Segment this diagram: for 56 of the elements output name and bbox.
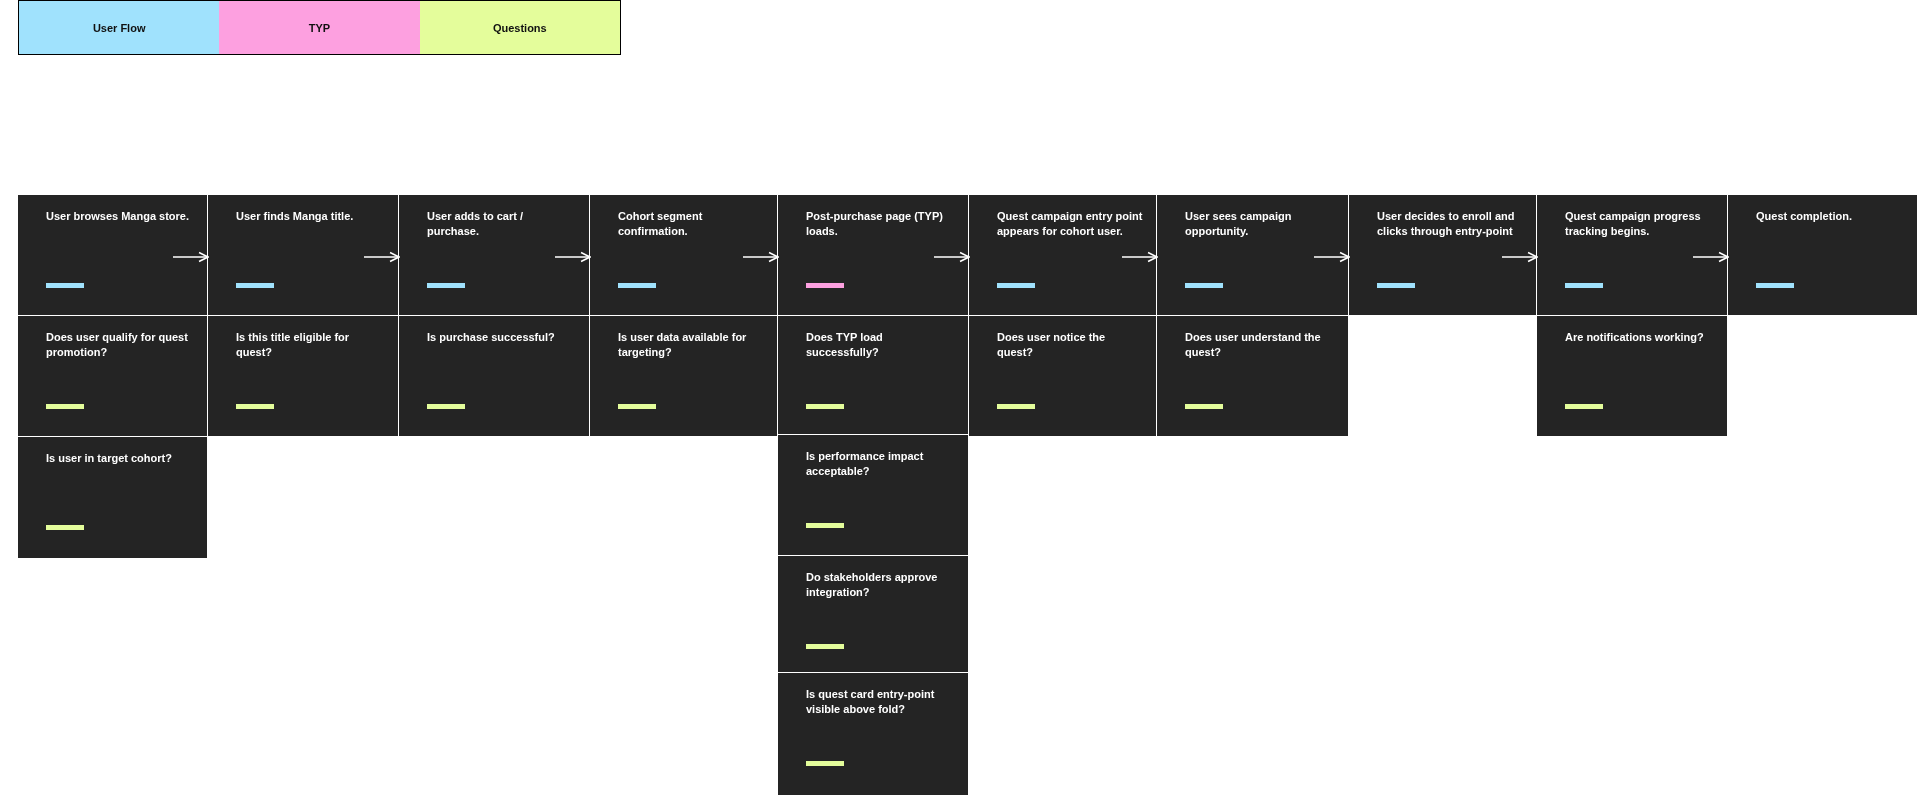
card-text: User adds to cart / purchase. (427, 209, 524, 239)
card-text: Cohort segment confirmation. (618, 209, 704, 239)
arrow (363, 251, 400, 263)
card-text: Is performance impact acceptable? (806, 449, 925, 479)
card-text: Is user data available for targeting? (618, 330, 748, 360)
card-text: Quest completion. (1756, 209, 1853, 224)
sticky-card (1157, 195, 1348, 315)
card-text: Is user in target cohort? (46, 451, 173, 466)
legend-label: TYP (308, 21, 331, 34)
card-text: Does TYP load successfully? (806, 330, 884, 360)
arrow (1501, 251, 1538, 263)
sticky-card (969, 316, 1156, 436)
card-text: User decides to enroll and clicks through entry-point (1377, 209, 1516, 239)
sticky-card (778, 556, 968, 672)
sticky-card (1157, 316, 1348, 436)
arrow (1692, 251, 1729, 263)
sticky-card (18, 316, 207, 436)
sticky-card (18, 437, 207, 558)
sticky-card (1349, 195, 1536, 315)
arrow (1121, 251, 1158, 263)
card-text: Do stakeholders approve integration? (806, 570, 939, 600)
card-text: Does user understand the quest? (1185, 330, 1322, 360)
sticky-card (778, 435, 968, 555)
sticky-card (208, 316, 398, 436)
card-text: User browses Manga store. (46, 209, 191, 224)
card-text: Is quest card entry-point visible above fold? (806, 687, 936, 717)
arrow (172, 251, 209, 263)
sticky-card (18, 195, 207, 315)
arrow (933, 251, 970, 263)
sticky-card (590, 316, 777, 436)
card-text: Does user qualify for quest promotion? (46, 330, 189, 360)
sticky-card (399, 195, 589, 315)
card-text: Quest campaign progress tracking begins. (1565, 209, 1702, 239)
sticky-card (778, 195, 968, 315)
sticky-card (208, 195, 398, 315)
legend-label: User Flow (92, 21, 146, 34)
arrow (742, 251, 779, 263)
card-text: User finds Manga title. (236, 209, 355, 224)
arrow (1313, 251, 1350, 263)
card-text: Are notifications working? (1565, 330, 1705, 345)
sticky-card (399, 316, 589, 436)
card-text: Does user notice the quest? (997, 330, 1107, 360)
arrow (554, 251, 591, 263)
card-text: User sees campaign opportunity. (1185, 209, 1293, 239)
sticky-card (1537, 316, 1727, 436)
sticky-card (1537, 195, 1727, 315)
card-text: Post-purchase page (TYP) loads. (806, 209, 944, 239)
legend-label: Questions (492, 21, 547, 34)
sticky-card (969, 195, 1156, 315)
sticky-card (1728, 195, 1917, 315)
sticky-card (778, 316, 968, 434)
sticky-card (778, 673, 968, 795)
sticky-card (590, 195, 777, 315)
card-text: Is purchase successful? (427, 330, 556, 345)
card-text: Quest campaign entry point appears for cohort user. (997, 209, 1144, 239)
card-text: Is this title eligible for quest? (236, 330, 351, 360)
